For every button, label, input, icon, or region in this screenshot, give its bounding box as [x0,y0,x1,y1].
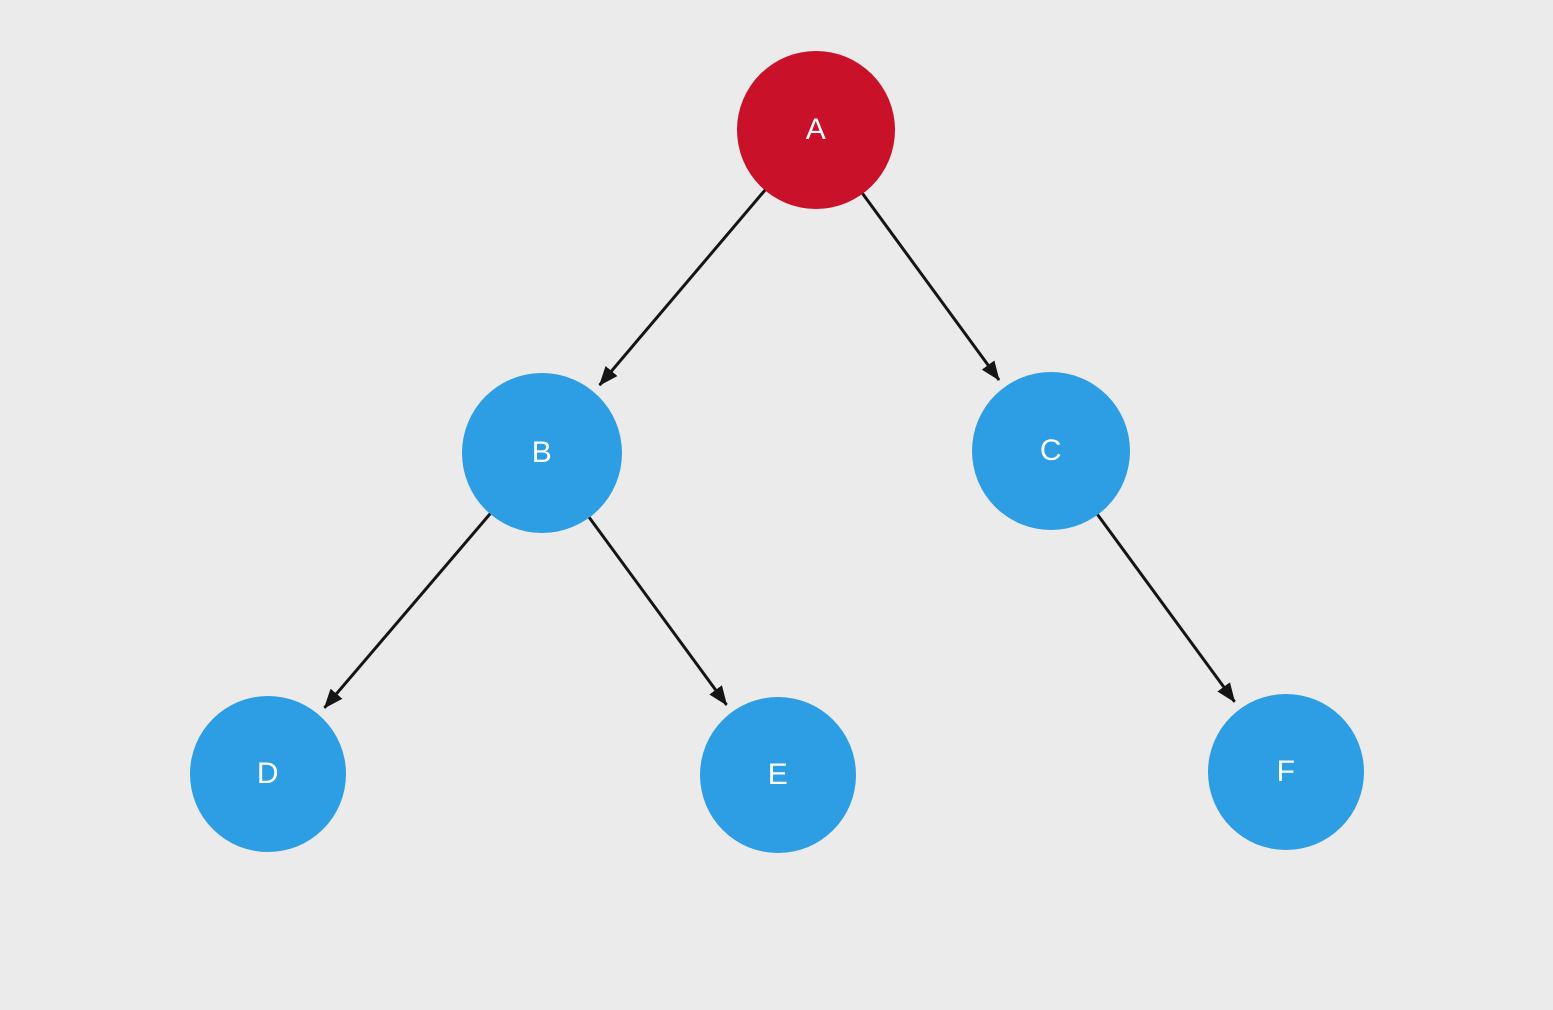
edge-b-to-e [582,508,728,706]
edge-lines [323,181,1236,709]
node-b-label: B [531,436,553,469]
node-f[interactable]: F [1208,694,1364,850]
edge-b-to-d [323,505,498,709]
node-a[interactable]: A [737,51,895,209]
node-f-label: F [1276,755,1296,788]
node-b[interactable]: B [462,373,622,533]
edge-a-to-b [598,181,773,387]
node-d-label: D [256,757,280,790]
edge-c-to-f [1090,505,1236,703]
node-a-label: A [805,113,827,146]
node-d[interactable]: D [190,696,346,852]
node-e[interactable]: E [700,697,856,853]
node-c-label: C [1039,434,1063,467]
node-c[interactable]: C [972,372,1130,530]
node-e-label: E [767,758,789,791]
edge-a-to-c [855,184,1001,381]
